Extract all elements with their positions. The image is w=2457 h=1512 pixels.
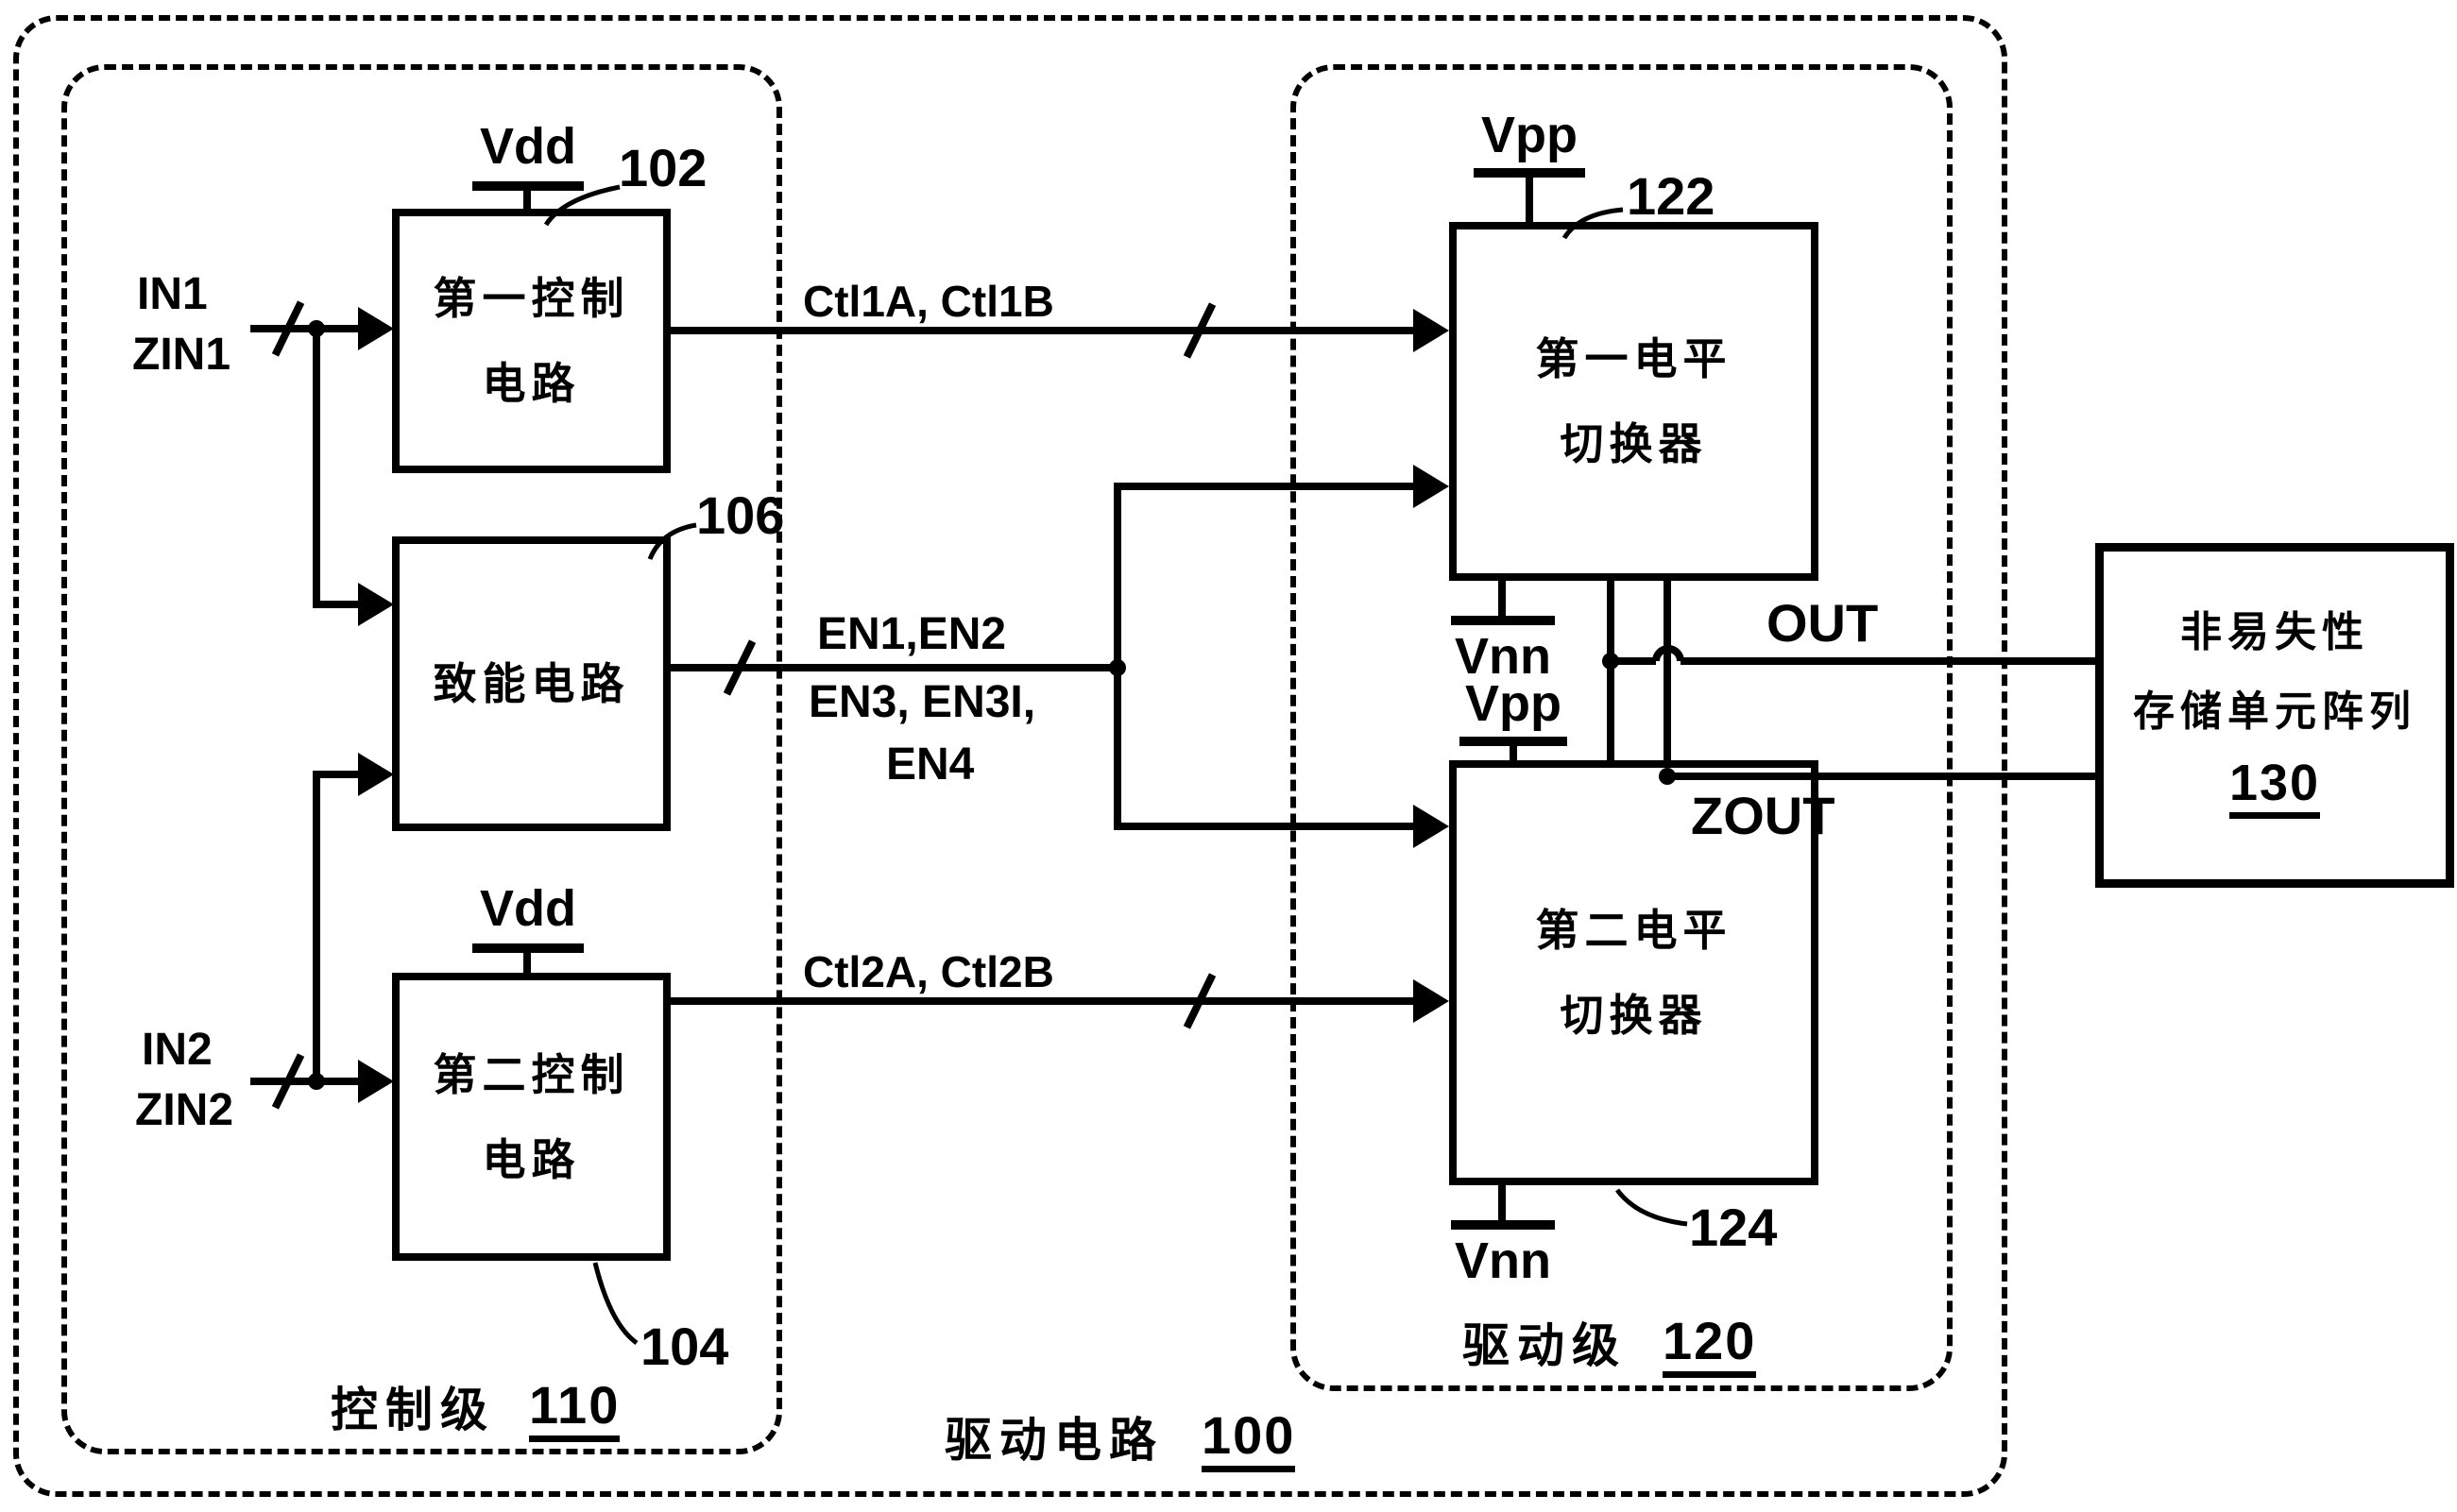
driver-circuit-label: 驱动电路 (945, 1414, 1164, 1467)
wire-en-bus (671, 664, 1121, 671)
en-bus-label-line1: EN1,EN2 (817, 609, 1007, 659)
ctl1-bus-label: Ctl1A, Ctl1B (803, 277, 1054, 326)
wire-ctl2-bus (671, 997, 1417, 1005)
wire-out-hop-over-zout (1652, 645, 1684, 662)
en-bus-label-line2: EN3, EN3I, (809, 677, 1036, 727)
ref-number-124: 124 (1689, 1198, 1778, 1257)
arrowhead-ls2-lower-input (1413, 979, 1449, 1023)
second-control-circuit-box: 第二控制 电路 (392, 973, 671, 1261)
leader-104 (592, 1262, 639, 1346)
driver-stage-ref-number: 120 (1663, 1315, 1757, 1378)
memory-array-label-line1: 非易失性 (2180, 609, 2369, 655)
ctl2-bus-label: Ctl2A, Ctl2B (803, 947, 1054, 996)
memory-array-box: 非易失性 存储单元阵列 130 (2095, 543, 2454, 888)
wire-out-segment-right (1681, 657, 2095, 665)
memory-array-ref-number: 130 (2228, 757, 2321, 819)
control-stage-label: 控制级 (331, 1384, 495, 1436)
vnn-ls1-label: Vnn (1455, 628, 1551, 685)
in2-label: IN2 (142, 1025, 213, 1075)
vdd-bottom-terminal-bar (472, 943, 584, 953)
zin2-label: ZIN2 (135, 1085, 234, 1135)
second-level-shifter-box: 第二电平 切换器 (1449, 760, 1818, 1185)
junction-dot-en (1109, 659, 1126, 676)
arrowhead-ls1-lower-input (1413, 465, 1449, 508)
second-level-shifter-label-line2: 切换器 (1560, 991, 1708, 1040)
vnn-ls1-terminal-bar (1451, 616, 1555, 625)
zin1-label: ZIN1 (132, 330, 231, 380)
vpp-ls2-terminal-bar (1459, 737, 1567, 746)
vdd-bottom-terminal-stub (523, 953, 531, 977)
driver-stage-label: 驱动级 (1462, 1319, 1627, 1372)
arrowhead-enable-upper-input (358, 583, 394, 626)
wire-zout-vertical (1664, 581, 1671, 760)
vdd-top-terminal-stub (523, 191, 531, 212)
wire-en-branch-to-ls1 (1114, 483, 1416, 490)
arrowhead-ls2-upper-input (1413, 805, 1449, 848)
wire-en-branch-vertical (1114, 483, 1121, 830)
first-control-circuit-label-line1: 第一控制 (433, 274, 630, 323)
first-level-shifter-label-line1: 第一电平 (1535, 334, 1732, 383)
arrowhead-in1 (358, 307, 394, 350)
first-control-circuit-label-line2: 电路 (482, 359, 581, 408)
wire-out-vertical (1607, 581, 1614, 760)
zout-label: ZOUT (1691, 786, 1835, 845)
vdd-bottom-label: Vdd (480, 880, 576, 937)
control-stage-ref-number: 110 (529, 1379, 621, 1442)
vpp-ls1-terminal-stub (1526, 178, 1533, 226)
wire-en-branch-to-ls2 (1114, 823, 1416, 830)
second-level-shifter-label-line1: 第二电平 (1535, 906, 1732, 955)
vpp-ls1-label: Vpp (1481, 107, 1578, 163)
vpp-ls2-label: Vpp (1465, 675, 1561, 732)
ref-number-102: 102 (619, 138, 708, 197)
vdd-top-terminal-bar (472, 181, 584, 191)
first-level-shifter-label-line2: 切换器 (1560, 419, 1708, 468)
vnn-ls2-label: Vnn (1455, 1232, 1551, 1289)
vpp-ls2-terminal-stub (1510, 746, 1517, 764)
memory-array-label-line2: 存储单元阵列 (2133, 688, 2416, 735)
arrowhead-in2 (358, 1060, 394, 1103)
arrowhead-ls1-upper-input (1413, 309, 1449, 352)
control-stage-border (61, 64, 782, 1454)
outer-driver-circuit-border (13, 15, 2007, 1497)
first-level-shifter-box: 第一电平 切换器 (1449, 222, 1818, 581)
vnn-ls1-terminal-stub (1498, 579, 1506, 616)
first-control-circuit-box: 第一控制 电路 (392, 209, 671, 473)
vnn-ls2-terminal-stub (1498, 1183, 1506, 1220)
second-control-circuit-label-line1: 第二控制 (433, 1049, 630, 1099)
leader-122 (1561, 207, 1624, 240)
leader-106 (647, 522, 697, 560)
ref-number-122: 122 (1627, 166, 1715, 226)
vdd-top-label: Vdd (480, 118, 576, 175)
second-control-circuit-label-line2: 电路 (482, 1134, 581, 1184)
driver-stage-border (1290, 64, 1953, 1391)
ref-number-106: 106 (696, 485, 785, 545)
wire-in2-branch-vertical (313, 771, 320, 1085)
wire-ctl1-bus (671, 327, 1417, 334)
wire-out-segment-left (1611, 657, 1656, 665)
driver-circuit-ref-number: 100 (1202, 1409, 1296, 1472)
in1-label: IN1 (137, 269, 208, 319)
vnn-ls2-terminal-bar (1451, 1220, 1555, 1230)
leader-102 (543, 184, 621, 227)
ref-number-104: 104 (640, 1317, 729, 1376)
wire-in1-branch-to-enable (313, 601, 365, 608)
vpp-ls1-terminal-bar (1474, 168, 1585, 178)
arrowhead-enable-lower-input (358, 753, 394, 796)
leader-124 (1614, 1188, 1688, 1227)
out-label: OUT (1766, 593, 1879, 653)
enable-circuit-box: 致能电路 (392, 536, 671, 831)
wire-in1-branch-vertical (313, 325, 320, 608)
wire-in2-branch-to-enable (313, 771, 365, 778)
en-bus-label-line3: EN4 (886, 739, 975, 790)
wire-zout (1667, 773, 2095, 780)
enable-circuit-label: 致能电路 (433, 659, 630, 708)
